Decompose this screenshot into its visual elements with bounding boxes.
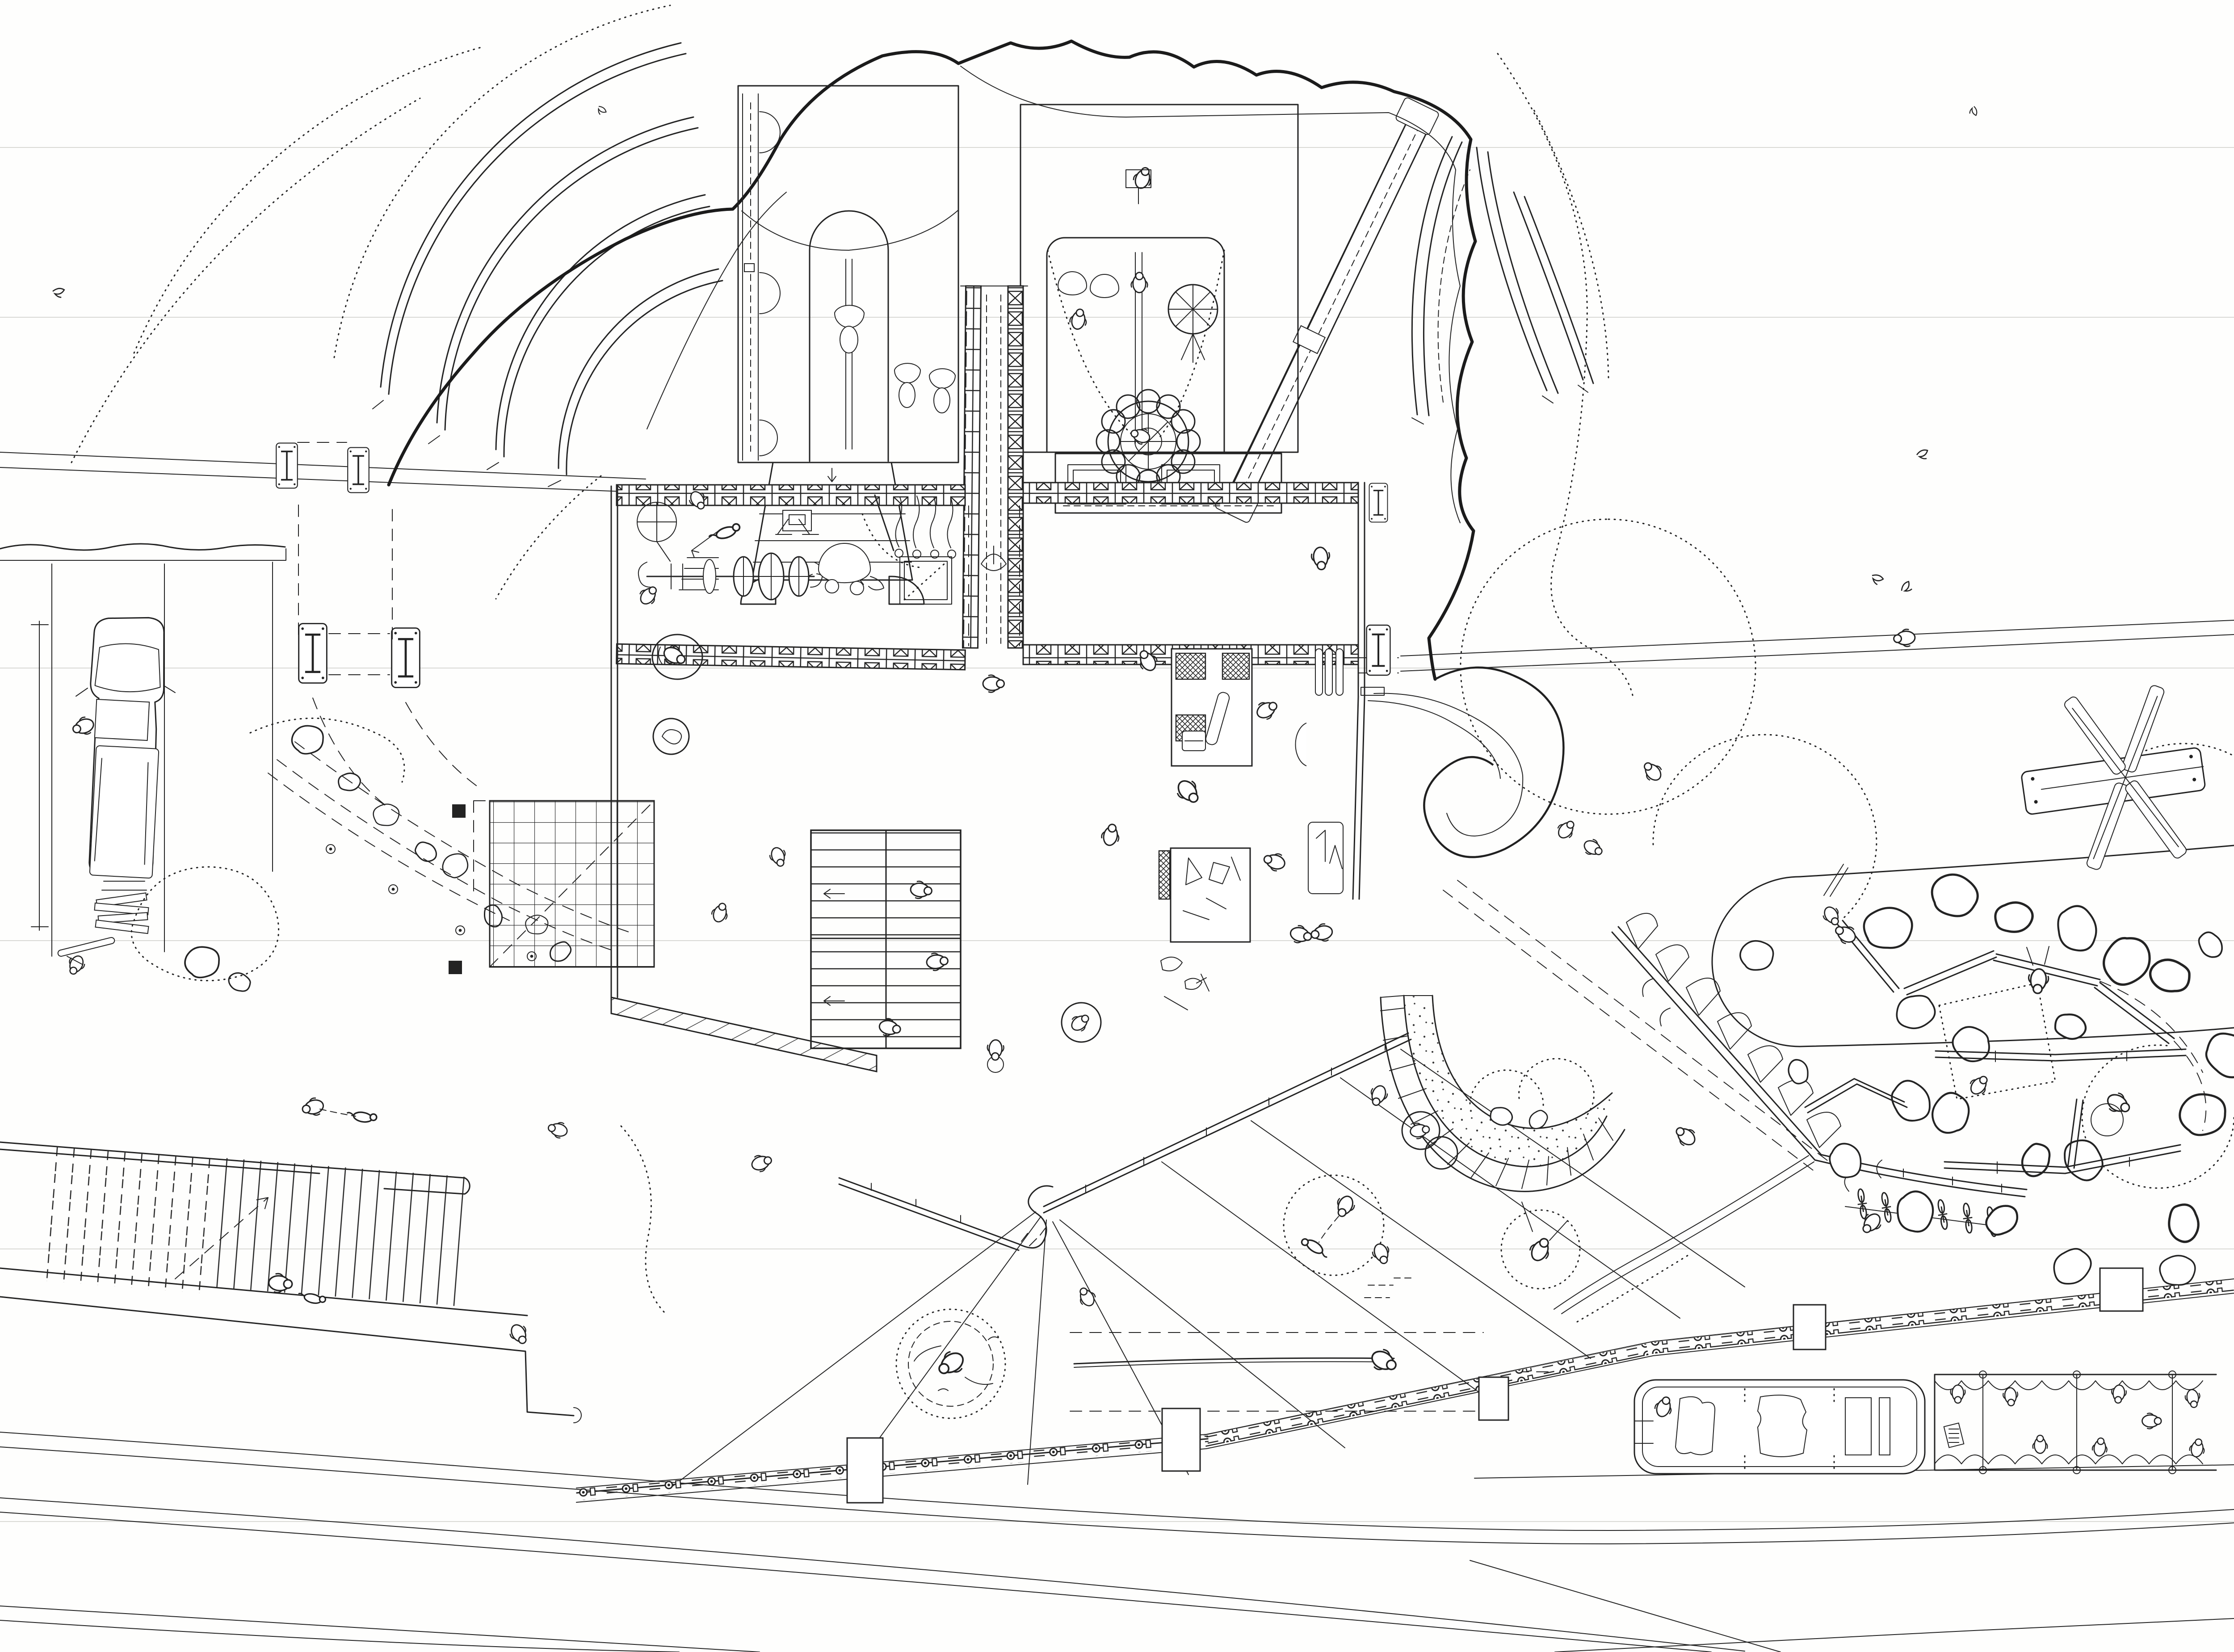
half-round-table (818, 542, 884, 595)
i-beam-plinths (275, 442, 483, 805)
hopscotch-figure (1364, 1240, 1414, 1298)
fence-pier-large (2099, 1267, 2144, 1312)
windmill-frame (2021, 685, 2206, 870)
dune-ribbon (1561, 1161, 1814, 1314)
slider-figure (834, 305, 865, 353)
garment-patterns-floor (1160, 957, 1209, 1010)
east-wall (1352, 482, 1365, 900)
road-south-1 (0, 1432, 2234, 1531)
corridor-dash-through-building (968, 505, 1020, 646)
fence-pier (846, 1437, 884, 1504)
round-rug-lounger (651, 634, 703, 680)
work-table-north (1171, 648, 1253, 767)
barbell-rack (638, 552, 823, 601)
orchard-fan-west (71, 4, 723, 487)
north-road-left (0, 452, 646, 479)
orchard-fan-east (1411, 106, 1609, 425)
hanging-rack (861, 494, 956, 568)
stone-canopy-dots (130, 717, 405, 982)
fan-east-dotted-arc (1532, 106, 1609, 378)
truss-wall-sw (616, 643, 966, 671)
tram-closed-car (1634, 1379, 1926, 1475)
fence-pier (1161, 1408, 1201, 1472)
south-railings (838, 1032, 1412, 1251)
terraced-planter (1380, 880, 1830, 1290)
jogger-with-dog (1283, 1174, 1385, 1276)
boulder-playground (1786, 864, 2234, 1291)
stream-loop (1368, 666, 1565, 858)
fan-palm-marker (981, 546, 1007, 571)
tram (1634, 1370, 2217, 1475)
plaza-birds (938, 1336, 999, 1391)
skipping-rope-game (895, 1308, 1549, 1419)
signpost (31, 621, 49, 931)
slider-figures-pair (894, 363, 956, 413)
road-crossing-diagonals (1470, 1560, 2234, 1652)
round-rug-south (1061, 1002, 1102, 1043)
grand-stair (709, 829, 962, 1049)
tram-open-cars (1934, 1370, 2217, 1474)
tree-canopies (1460, 518, 1756, 860)
paved-grid-court (449, 800, 655, 974)
road-south-2 (0, 1497, 1745, 1652)
petal-carousel (1096, 389, 1201, 494)
east-ibeam-plate-2 (1367, 625, 1390, 675)
truss-wall-ne (1022, 482, 1359, 504)
slide-hall (679, 85, 959, 605)
plaza-rays (670, 1049, 1745, 1488)
planter-rug-figure (1401, 1111, 1440, 1150)
railing-scroll (1018, 1185, 1054, 1248)
climbing-poles (1823, 864, 1848, 897)
hedge-row (0, 543, 286, 957)
corridor-gantry (960, 285, 1028, 693)
mat-tubes (1295, 648, 1344, 894)
paved-inner-court (899, 556, 952, 605)
east-ibeam-plate-1 (1368, 483, 1389, 523)
roads (0, 452, 2234, 1652)
site-canopy-outline (387, 39, 1634, 858)
work-table-south (1158, 847, 1251, 943)
workshop-building (610, 482, 1412, 1251)
timber-stack (94, 892, 149, 934)
rope-spinner (895, 1308, 1006, 1419)
projector-cart (775, 510, 819, 535)
fence-pier (1793, 1304, 1827, 1350)
slide-lane (809, 210, 889, 462)
parasol-small (637, 502, 677, 562)
unicycle-figure (986, 1039, 1005, 1073)
pergola-hooks (1642, 978, 1671, 1026)
promenade-ramp (0, 1095, 667, 1423)
swing-hall (1020, 104, 1299, 514)
truss-wall-nw (616, 484, 966, 506)
parasol (1167, 284, 1218, 363)
moon-chairs (1057, 271, 1120, 332)
scallop-awning-top (1934, 1380, 2203, 1390)
pickup-truck (69, 617, 176, 891)
fence-pier (1478, 1376, 1509, 1421)
roper-figure (1500, 1202, 1581, 1290)
hall-side-stair (679, 530, 719, 590)
chain-fence (575, 1155, 2234, 1504)
seesaw (57, 937, 115, 978)
scallop-awning-bottom (1934, 1454, 2203, 1464)
round-rug-cat (652, 718, 690, 755)
